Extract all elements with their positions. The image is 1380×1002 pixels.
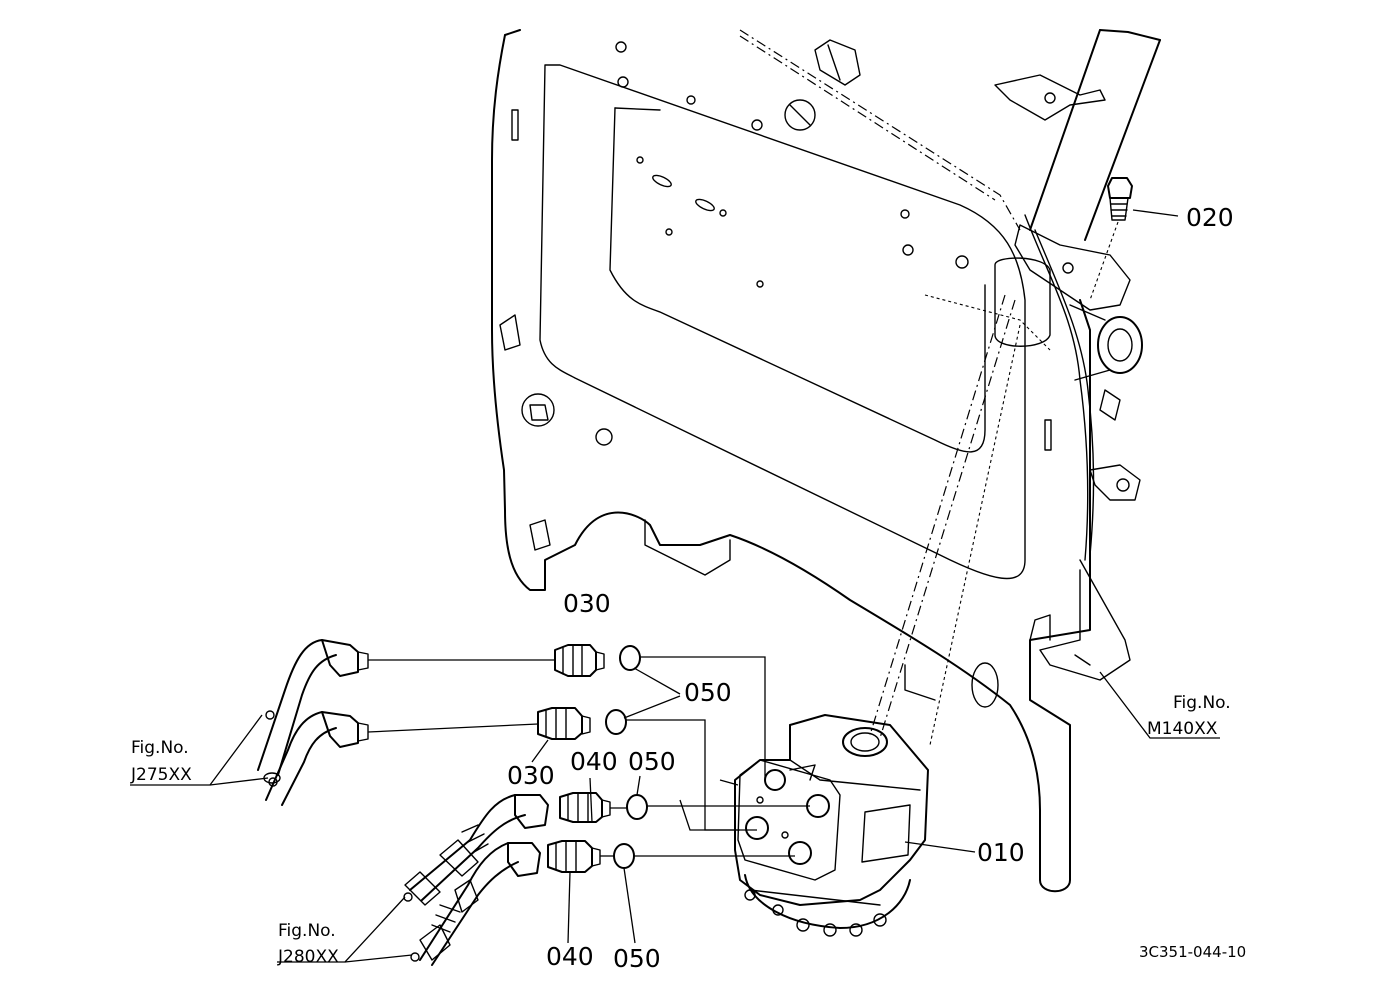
flange-bolts bbox=[744, 889, 887, 937]
assembly-lines bbox=[367, 656, 810, 857]
steering-motor-010 bbox=[734, 714, 929, 937]
bolt-020 bbox=[1089, 177, 1133, 301]
adapter-030-lower bbox=[537, 707, 591, 740]
drawing-code: 3C351-044-10 bbox=[1139, 943, 1246, 961]
label-010: 010 bbox=[977, 838, 1025, 867]
figure-reference-j275[interactable]: Fig.No. J275XX bbox=[130, 738, 192, 785]
label-050-upper: 050 bbox=[684, 678, 732, 707]
adapter-030-upper bbox=[554, 644, 605, 677]
fig-ref-prefix: Fig.No. bbox=[131, 738, 189, 758]
label-020: 020 bbox=[1186, 203, 1234, 232]
fig-ref-code[interactable]: J280XX bbox=[277, 947, 339, 967]
label-050-middle: 050 bbox=[628, 747, 676, 776]
label-050-lower: 050 bbox=[613, 944, 661, 973]
fig-ref-prefix: Fig.No. bbox=[1173, 693, 1231, 713]
frame-panel bbox=[491, 29, 1091, 893]
hoses-j280 bbox=[403, 794, 549, 966]
adapter-040-upper bbox=[559, 792, 611, 823]
label-040-upper: 040 bbox=[570, 747, 618, 776]
leader-lines bbox=[130, 209, 1220, 963]
fig-ref-prefix: Fig.No. bbox=[278, 921, 336, 941]
figure-reference-j280[interactable]: Fig.No. J280XX bbox=[277, 921, 339, 967]
steering-column bbox=[814, 29, 1161, 746]
fig-ref-code[interactable]: M140XX bbox=[1147, 719, 1218, 739]
adapter-040-lower bbox=[547, 840, 601, 873]
hoses-j275 bbox=[257, 639, 369, 806]
label-030-upper: 030 bbox=[563, 589, 611, 618]
fig-ref-code[interactable]: J275XX bbox=[130, 765, 192, 785]
label-030-lower: 030 bbox=[507, 761, 555, 790]
part-labels: 020 010 030 030 040 040 050 050 050 bbox=[507, 203, 1234, 973]
label-040-lower: 040 bbox=[546, 942, 594, 971]
figure-reference-m140[interactable]: Fig.No. M140XX bbox=[1147, 693, 1231, 739]
